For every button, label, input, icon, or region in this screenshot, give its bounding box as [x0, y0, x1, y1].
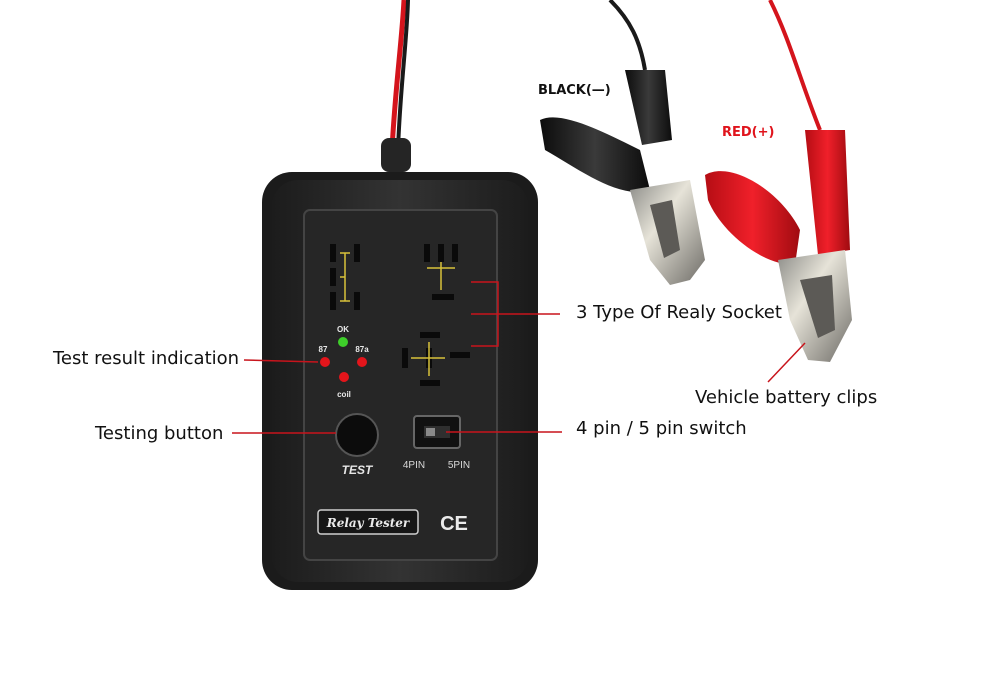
black-clip	[540, 0, 705, 285]
callout-testing-button: Testing button	[95, 423, 224, 444]
relay-socket-a	[330, 244, 360, 310]
black-clip-label: BLACK(—)	[538, 83, 611, 98]
led-87a-label: 87a	[355, 345, 369, 354]
callout-pin-switch: 4 pin / 5 pin switch	[576, 418, 747, 439]
device-cable	[381, 0, 411, 172]
test-button-label: TEST	[342, 463, 374, 477]
callout-lines	[232, 281, 806, 434]
test-button[interactable]: TEST	[335, 413, 379, 477]
indicator-leds: OK 87 87a coil	[319, 325, 370, 399]
led-87a	[357, 357, 367, 367]
led-ok	[338, 337, 348, 347]
red-clip	[705, 0, 852, 362]
ce-mark: CE	[440, 513, 468, 535]
led-87	[320, 357, 330, 367]
callout-battery-clips: Vehicle battery clips	[695, 387, 878, 408]
nameplate-text: Relay Tester	[326, 516, 411, 530]
relay-socket-b	[424, 244, 458, 300]
red-clip-label: RED(+)	[722, 125, 775, 140]
callout-relay-socket: 3 Type Of Realy Socket	[576, 302, 782, 323]
switch-5pin-label: 5PIN	[448, 460, 470, 471]
callout-test-result: Test result indication	[53, 348, 240, 369]
relay-socket-c	[402, 332, 470, 386]
led-ok-label: OK	[337, 325, 349, 334]
switch-4pin-label: 4PIN	[403, 460, 425, 471]
pin-switch[interactable]: 4PIN 5PIN	[403, 415, 470, 471]
led-coil	[339, 372, 349, 382]
led-coil-label: coil	[337, 390, 351, 399]
led-87-label: 87	[319, 345, 328, 354]
nameplate: Relay Tester CE	[317, 509, 468, 535]
